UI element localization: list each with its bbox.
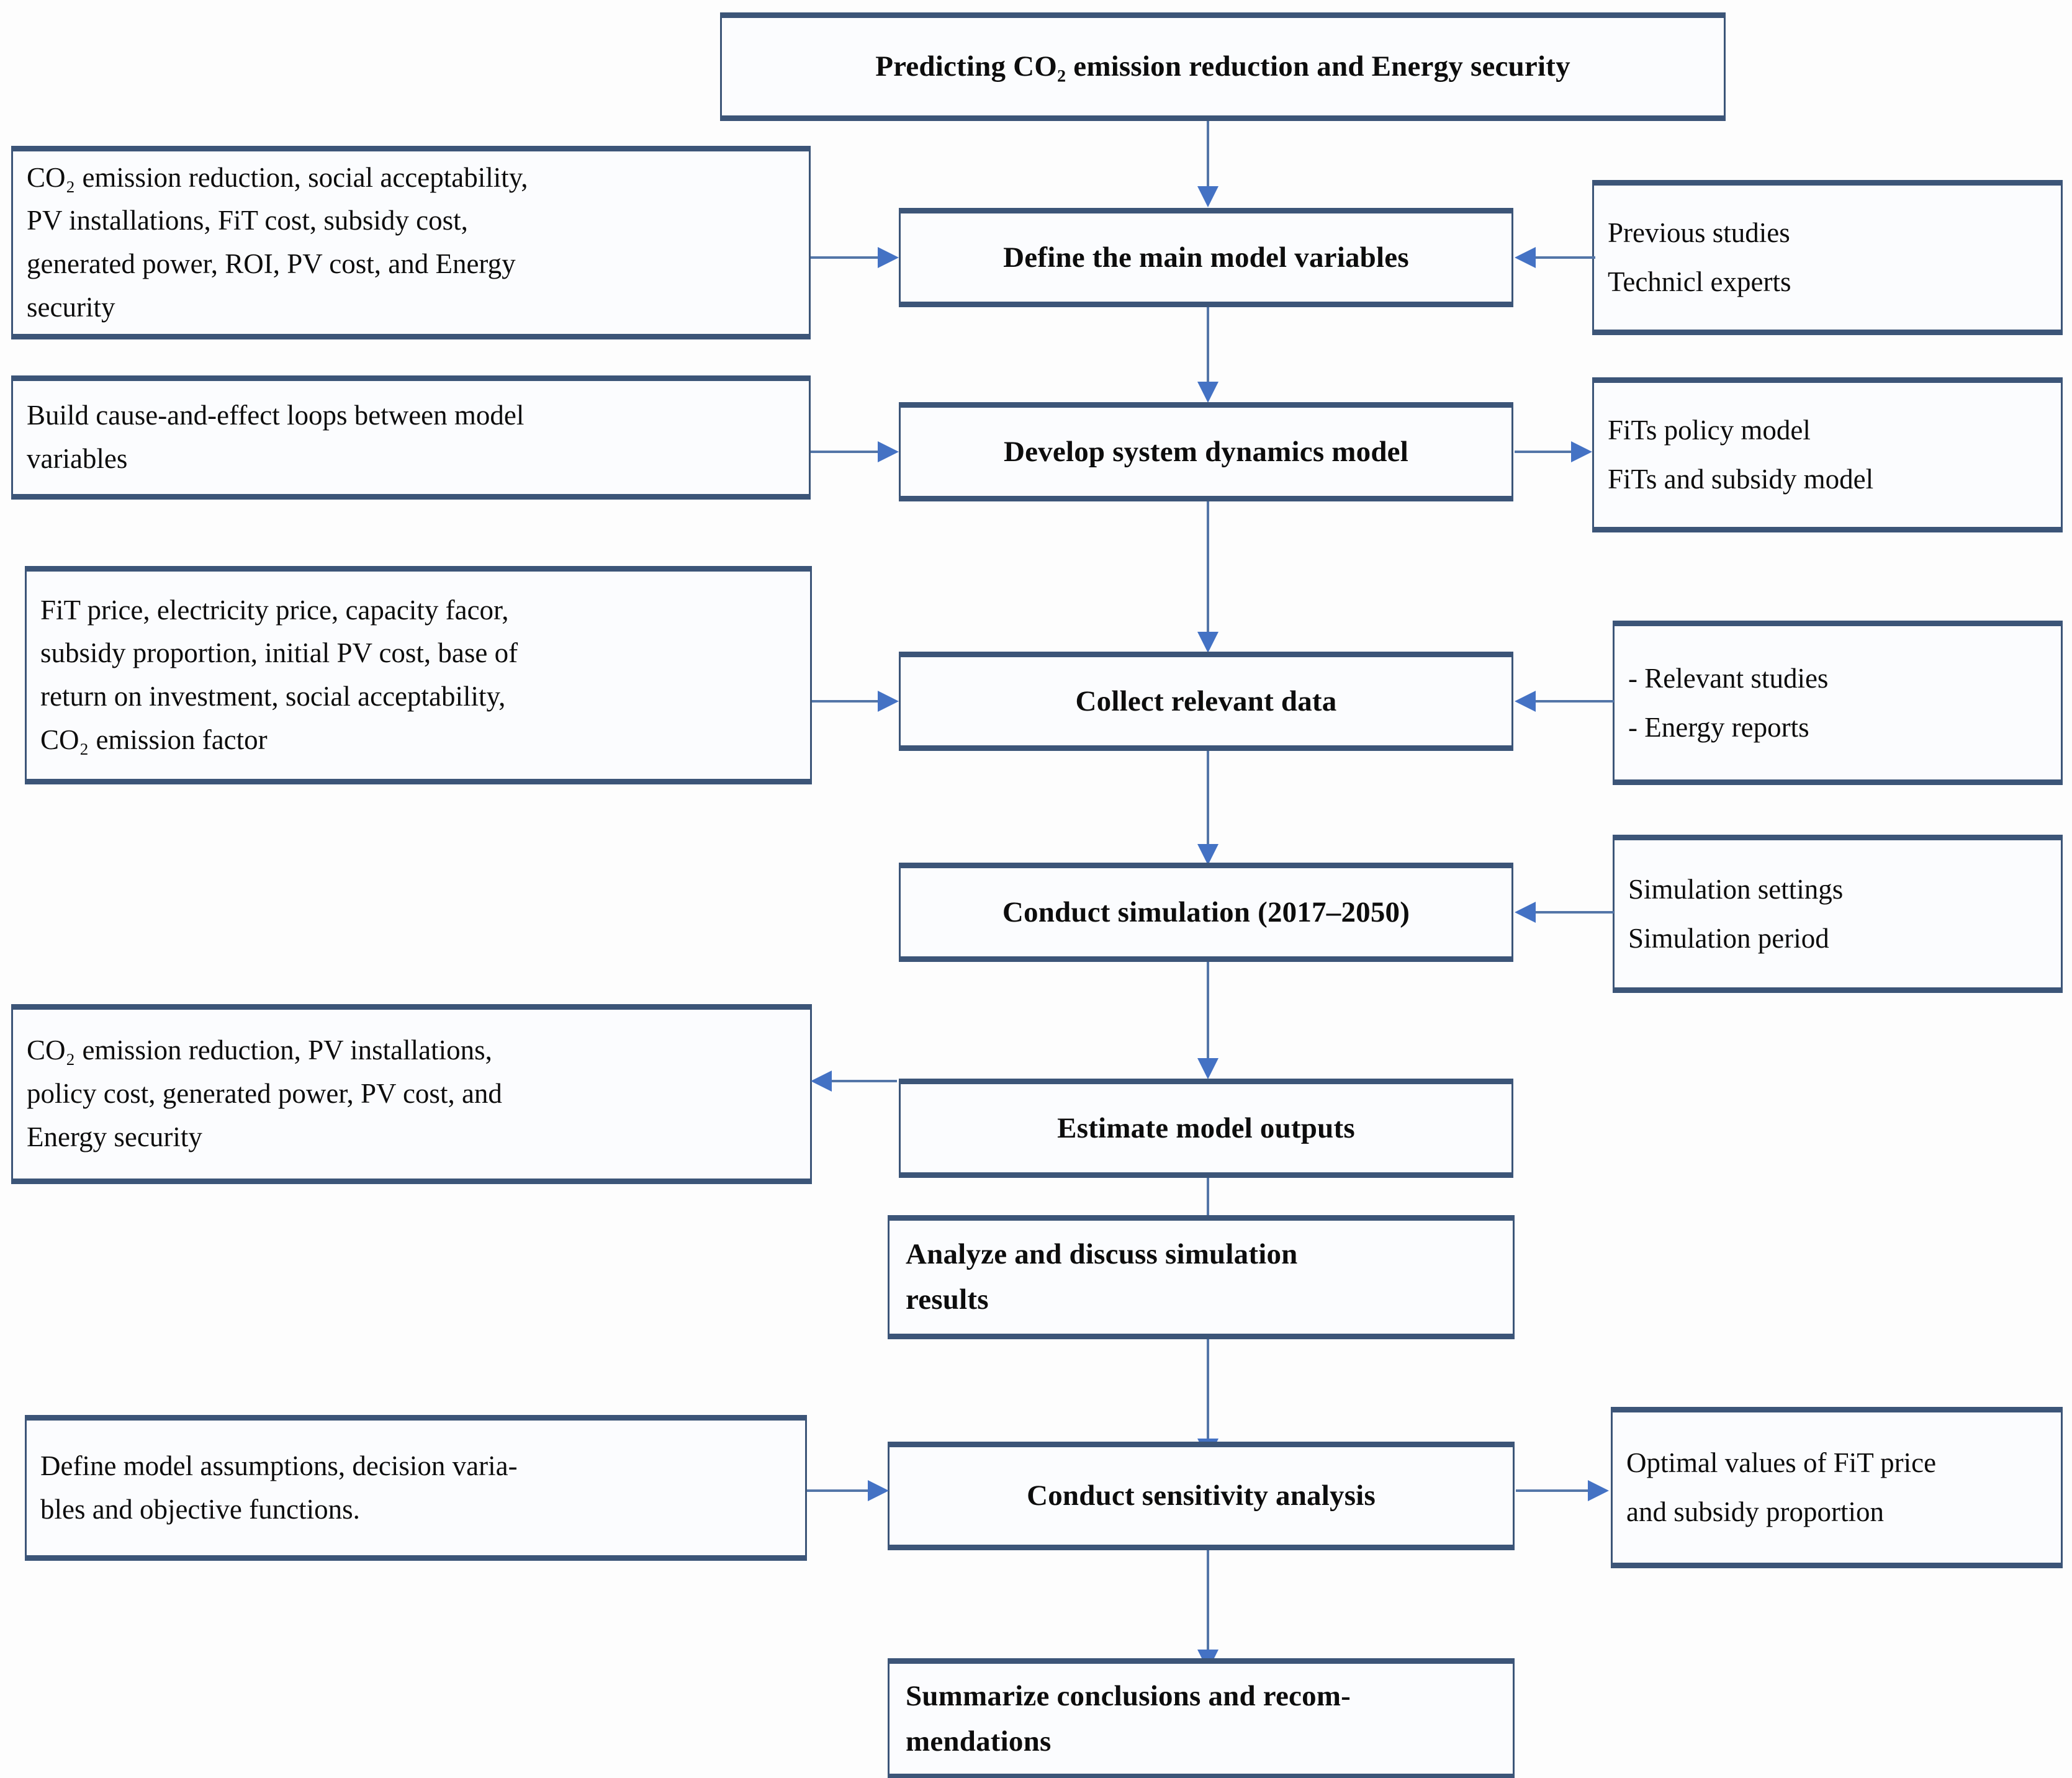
node-model-outputs-list-label: CO₂ emission reduction, PV installations… <box>27 1035 502 1152</box>
node-conduct-simulation[interactable]: Conduct simulation (2017–2050) <box>899 863 1513 962</box>
node-assumptions-decision-variables-label: Define model assumptions, decision varia… <box>40 1450 518 1525</box>
connector-title-to-define <box>1207 121 1209 192</box>
node-summarize[interactable]: Summarize conclusions and recom- mendati… <box>888 1658 1515 1778</box>
node-collect-data-label: Collect relevant data <box>1075 685 1337 717</box>
node-title-box[interactable]: Predicting CO₂ emission reduction and En… <box>720 12 1726 121</box>
connector-develop-to-policy <box>1515 451 1574 453</box>
node-sensitivity-analysis[interactable]: Conduct sensitivity analysis <box>888 1442 1515 1550</box>
arrowhead-assumptions-to-sensitivity <box>868 1480 889 1501</box>
connector-loops-to-develop <box>811 451 880 453</box>
connector-define-to-develop <box>1207 307 1209 388</box>
node-data-sources[interactable]: - Relevant studies - Energy reports <box>1613 621 2063 785</box>
arrowhead-estimate-to-outputs <box>811 1071 832 1092</box>
connector-variables-to-define <box>811 256 880 259</box>
arrowhead-sources-to-define <box>1515 247 1536 268</box>
connector-develop-to-collect <box>1207 501 1209 638</box>
arrowhead-loops-to-develop <box>878 441 899 462</box>
arrowhead-develop-to-collect <box>1197 632 1218 653</box>
connector-assumptions-to-sensitivity <box>807 1489 872 1492</box>
node-collect-data[interactable]: Collect relevant data <box>899 652 1513 751</box>
node-analyze-results-label: Analyze and discuss simulation results <box>906 1238 1298 1316</box>
node-model-variables-list-label: CO₂ emission reduction, social acceptabi… <box>27 161 528 323</box>
connector-collect-to-simulation <box>1207 751 1209 850</box>
connector-simulation-to-estimate <box>1207 962 1209 1064</box>
node-simulation-config-label: Simulation settings Simulation period <box>1628 873 1844 954</box>
node-policy-models[interactable]: FiTs policy model FiTs and subsidy model <box>1592 377 2063 532</box>
node-data-sources-label: - Relevant studies - Energy reports <box>1628 662 1829 743</box>
node-causal-loops[interactable]: Build cause-and-effect loops between mod… <box>11 375 811 500</box>
arrowhead-develop-to-policy <box>1571 441 1592 462</box>
node-model-outputs-list[interactable]: CO₂ emission reduction, PV installations… <box>11 1004 812 1184</box>
node-estimate-outputs[interactable]: Estimate model outputs <box>899 1079 1513 1178</box>
node-optimal-values[interactable]: Optimal values of FiT price and subsidy … <box>1611 1407 2063 1568</box>
connector-sensitivity-to-optimal <box>1516 1489 1590 1492</box>
node-sources-experts[interactable]: Previous studies Technicl experts <box>1592 180 2063 335</box>
arrowhead-config-to-simulation <box>1515 902 1536 923</box>
node-data-parameters[interactable]: FiT price, electricity price, capacity f… <box>25 566 812 784</box>
connector-estimate-to-outputs <box>832 1080 897 1082</box>
node-estimate-outputs-label: Estimate model outputs <box>1057 1111 1355 1144</box>
arrowhead-variables-to-define <box>878 247 899 268</box>
connector-sources-to-define <box>1533 256 1595 259</box>
connector-config-to-simulation <box>1533 911 1614 914</box>
node-summarize-label: Summarize conclusions and recom- mendati… <box>906 1679 1351 1758</box>
node-assumptions-decision-variables[interactable]: Define model assumptions, decision varia… <box>25 1415 807 1561</box>
node-develop-model[interactable]: Develop system dynamics model <box>899 402 1513 501</box>
node-sources-experts-label: Previous studies Technicl experts <box>1608 217 1791 297</box>
arrowhead-parameters-to-collect <box>878 691 899 712</box>
connector-parameters-to-collect <box>812 700 880 703</box>
node-model-variables-list[interactable]: CO₂ emission reduction, social acceptabi… <box>11 146 811 339</box>
node-define-variables-label: Define the main model variables <box>1003 241 1409 274</box>
node-title-label: Predicting CO₂ emission reduction and En… <box>875 50 1570 83</box>
arrowhead-collect-to-simulation <box>1197 844 1218 865</box>
arrowhead-sources-to-collect <box>1515 691 1536 712</box>
arrowhead-sensitivity-to-optimal <box>1588 1480 1609 1501</box>
connector-sensitivity-to-summarize <box>1207 1550 1209 1659</box>
node-develop-model-label: Develop system dynamics model <box>1003 435 1408 468</box>
node-define-variables[interactable]: Define the main model variables <box>899 208 1513 307</box>
arrowhead-define-to-develop <box>1197 382 1218 403</box>
node-conduct-simulation-label: Conduct simulation (2017–2050) <box>1002 896 1410 928</box>
node-data-parameters-label: FiT price, electricity price, capacity f… <box>40 594 518 755</box>
node-simulation-config[interactable]: Simulation settings Simulation period <box>1613 835 2063 993</box>
arrowhead-simulation-to-estimate <box>1197 1058 1218 1079</box>
node-sensitivity-analysis-label: Conduct sensitivity analysis <box>1027 1479 1376 1512</box>
arrowhead-title-to-define <box>1197 186 1218 207</box>
node-optimal-values-label: Optimal values of FiT price and subsidy … <box>1626 1447 1937 1527</box>
connector-analyze-to-sensitivity <box>1207 1339 1209 1448</box>
node-causal-loops-label: Build cause-and-effect loops between mod… <box>27 400 525 474</box>
node-analyze-results[interactable]: Analyze and discuss simulation results <box>888 1215 1515 1339</box>
node-policy-models-label: FiTs policy model FiTs and subsidy model <box>1608 415 1874 495</box>
connector-sources-to-collect <box>1533 700 1614 703</box>
